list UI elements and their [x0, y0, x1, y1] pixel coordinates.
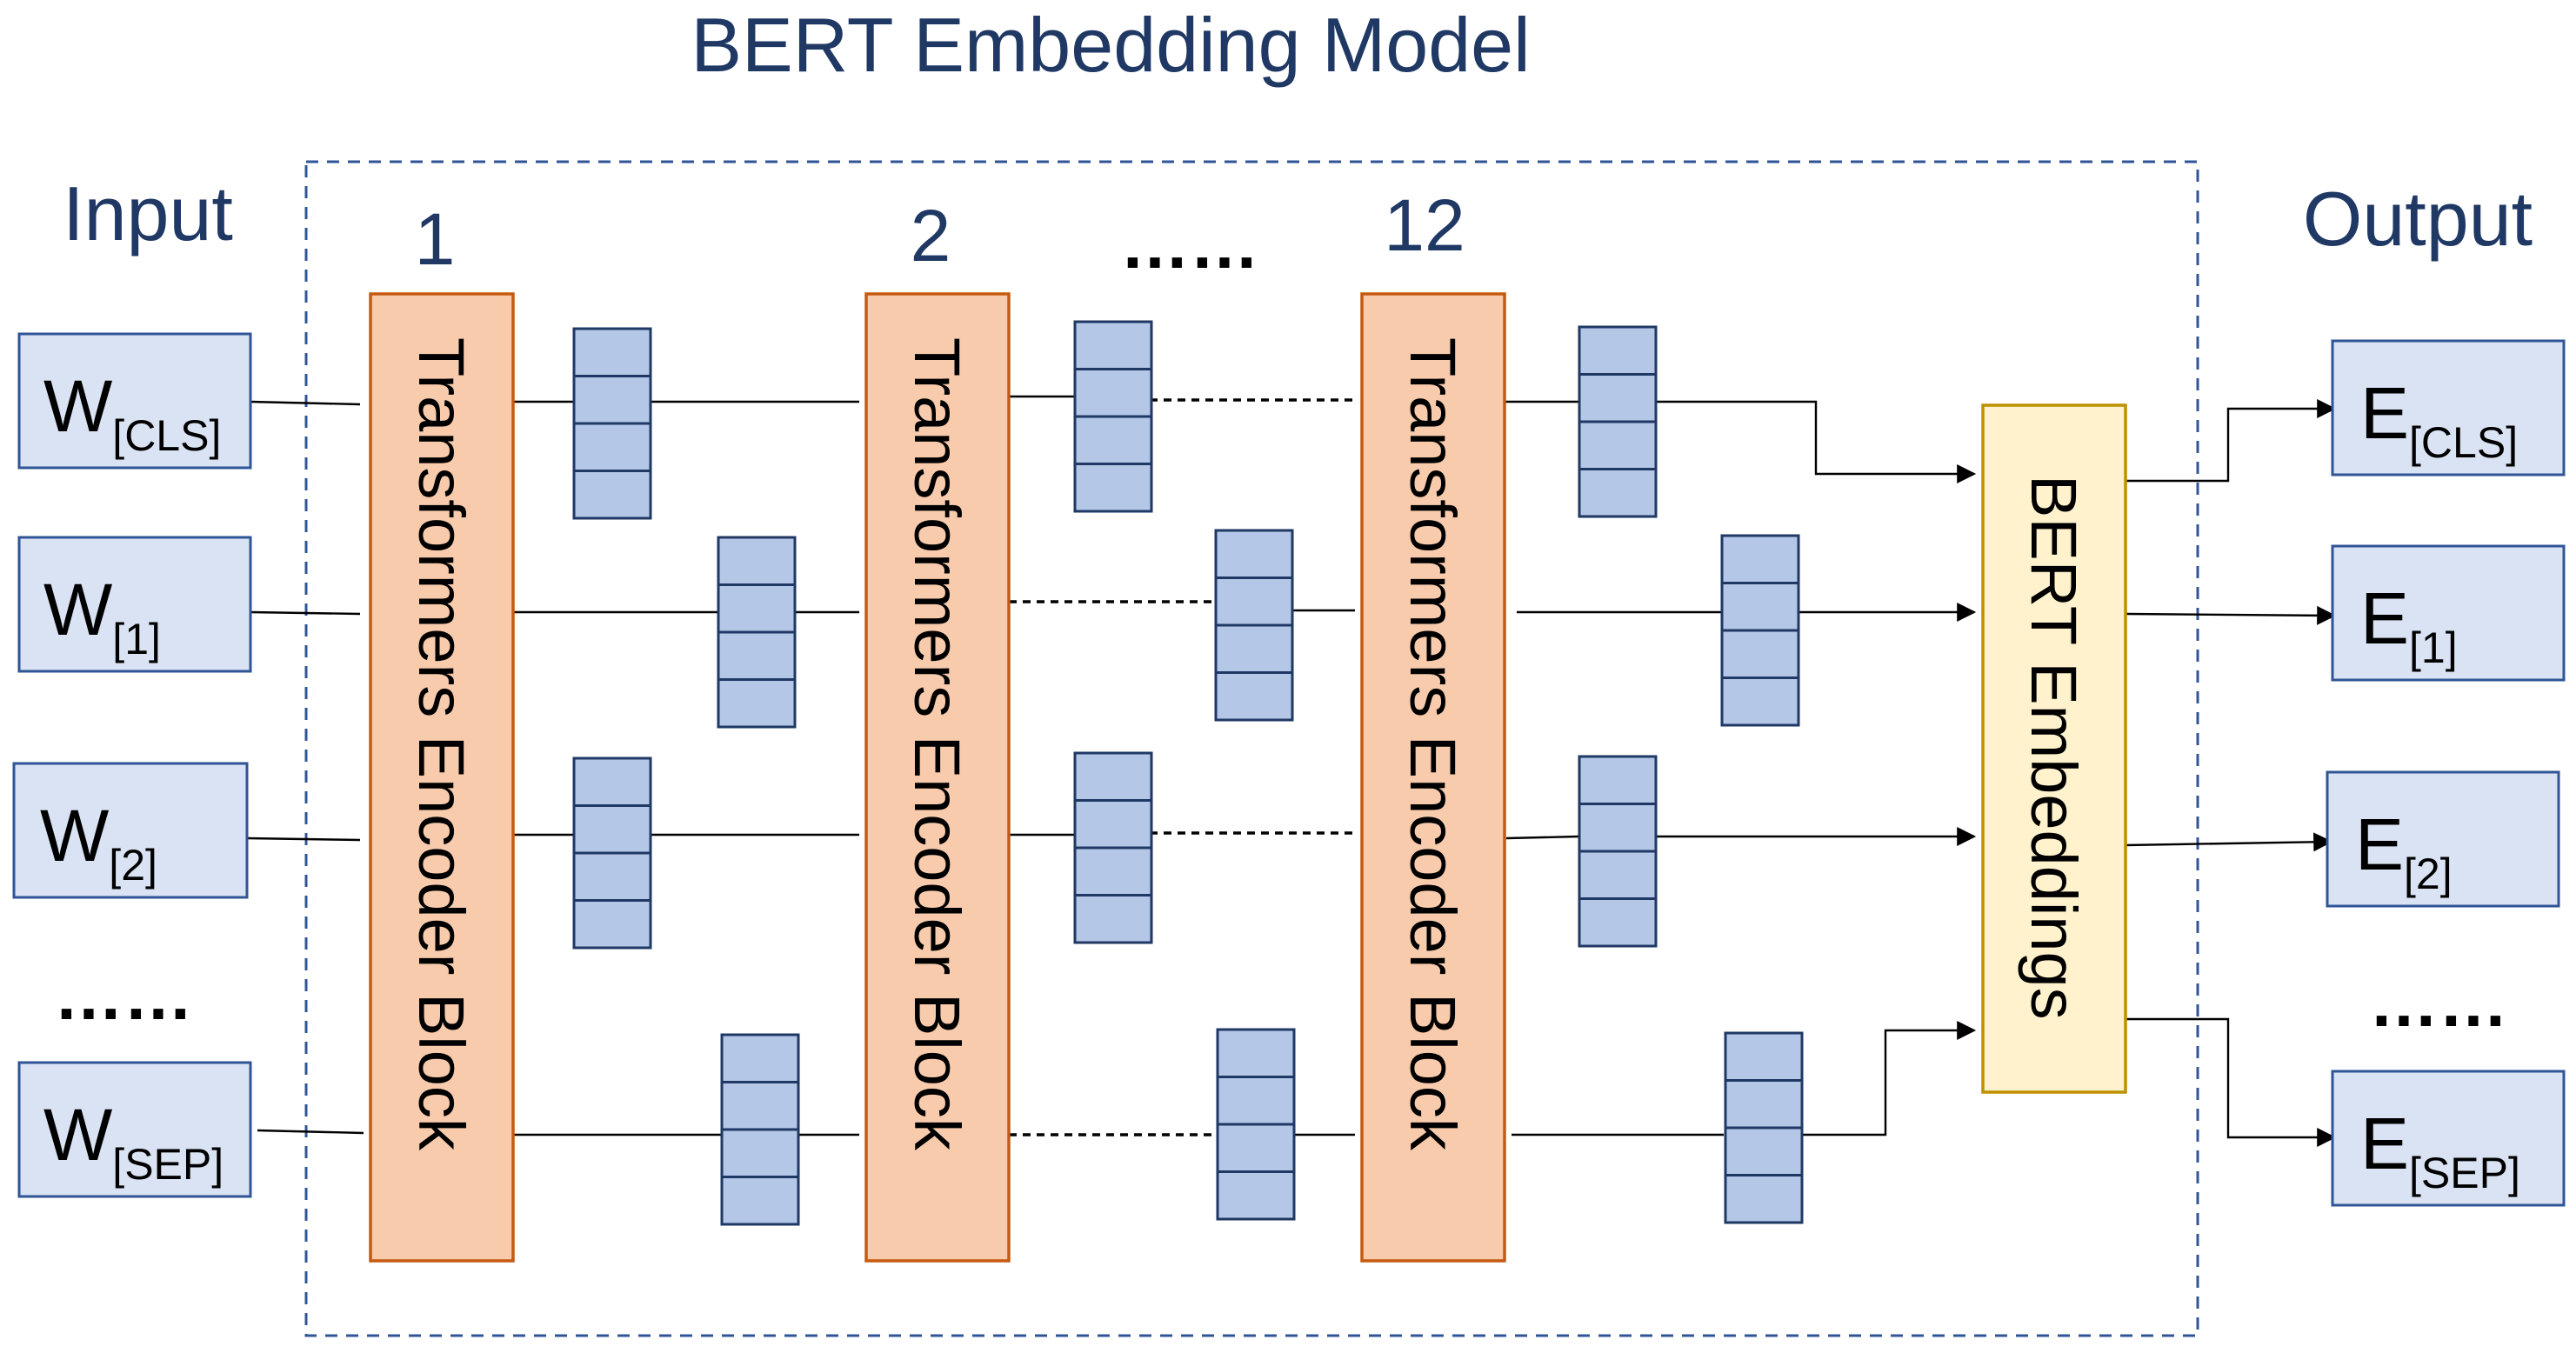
output-token-2-main: E: [2355, 803, 2404, 885]
diagram-title: BERT Embedding Model: [691, 2, 1530, 88]
bert-embeddings-label: BERT Embeddings: [2018, 475, 2090, 1020]
connection-lines: [246, 395, 2337, 1147]
layer-number-12: 12: [1384, 184, 1465, 266]
input-token-1-sub: [1]: [112, 615, 161, 663]
input-token-2-sub: [2]: [109, 841, 157, 890]
hidden-state-vector: [1578, 755, 1658, 948]
input-token-sep: W[SEP]: [17, 1061, 252, 1198]
svg-text:E[SEP]: E[SEP]: [2360, 1103, 2520, 1197]
input-token-1-main: W: [43, 569, 112, 650]
input-token-1: W[1]: [17, 536, 252, 673]
hidden-state-vector: [1578, 325, 1658, 518]
input-token-cls: W[CLS]: [17, 332, 252, 470]
output-token-sep-sub: [SEP]: [2409, 1149, 2520, 1197]
input-token-2: W[2]: [12, 762, 249, 899]
input-token-sep-main: W: [43, 1094, 112, 1176]
svg-text:E[1]: E[1]: [2360, 577, 2458, 672]
svg-text:W[2]: W[2]: [40, 795, 157, 890]
hidden-state-vector: [572, 327, 652, 520]
bert-embeddings-block: BERT Embeddings: [1981, 403, 2127, 1094]
svg-text:E[2]: E[2]: [2355, 803, 2453, 898]
input-token-cls-sub: [CLS]: [112, 411, 221, 460]
input-token-cls-main: W: [43, 365, 112, 447]
svg-text:E[CLS]: E[CLS]: [2360, 372, 2518, 467]
svg-text:W[SEP]: W[SEP]: [43, 1094, 224, 1189]
svg-text:W[CLS]: W[CLS]: [43, 365, 221, 460]
hidden-state-vector: [1073, 751, 1153, 944]
hidden-state-vector: [717, 536, 797, 729]
output-token-sep-main: E: [2360, 1103, 2409, 1184]
svg-text:W[1]: W[1]: [43, 569, 161, 663]
layer-number-2: 2: [911, 195, 951, 277]
output-token-1: E[1]: [2331, 544, 2566, 682]
hidden-state-vector: [572, 756, 652, 950]
hidden-state-vector: [720, 1033, 800, 1226]
output-token-1-sub: [1]: [2409, 623, 2458, 672]
hidden-state-vector: [1724, 1031, 1804, 1224]
output-ellipsis: ……: [2369, 963, 2508, 1041]
input-label: Input: [63, 170, 233, 257]
output-token-cls-main: E: [2360, 372, 2409, 454]
encoder-block-1: Transformers Encoder Block: [369, 292, 515, 1263]
input-ellipsis: ……: [54, 956, 193, 1034]
output-token-cls: E[CLS]: [2331, 339, 2566, 477]
encoder-block-1-label: Transformers Encoder Block: [405, 337, 477, 1151]
hidden-state-vectors: [572, 320, 1804, 1226]
layer-ellipsis: ……: [1120, 205, 1259, 283]
hidden-state-vector: [1214, 529, 1294, 722]
output-token-sep: E[SEP]: [2331, 1070, 2566, 1207]
encoder-block-2-label: Transformers Encoder Block: [901, 337, 973, 1151]
encoder-block-12-label: Transformers Encoder Block: [1397, 337, 1469, 1151]
encoder-block-12: Transformers Encoder Block: [1360, 292, 1506, 1263]
encoder-block-2: Transformers Encoder Block: [864, 292, 1011, 1263]
model-frame: [304, 160, 2199, 1337]
input-token-2-main: W: [40, 795, 109, 876]
output-token-1-main: E: [2360, 577, 2409, 659]
hidden-state-vector: [1720, 534, 1800, 727]
hidden-state-vector: [1216, 1028, 1296, 1221]
input-token-sep-sub: [SEP]: [112, 1140, 224, 1189]
hidden-state-vector: [1073, 320, 1153, 513]
output-token-2: E[2]: [2326, 770, 2560, 908]
output-token-2-sub: [2]: [2404, 850, 2453, 898]
layer-number-1: 1: [415, 198, 456, 280]
output-token-cls-sub: [CLS]: [2409, 418, 2518, 467]
output-label: Output: [2303, 176, 2533, 262]
